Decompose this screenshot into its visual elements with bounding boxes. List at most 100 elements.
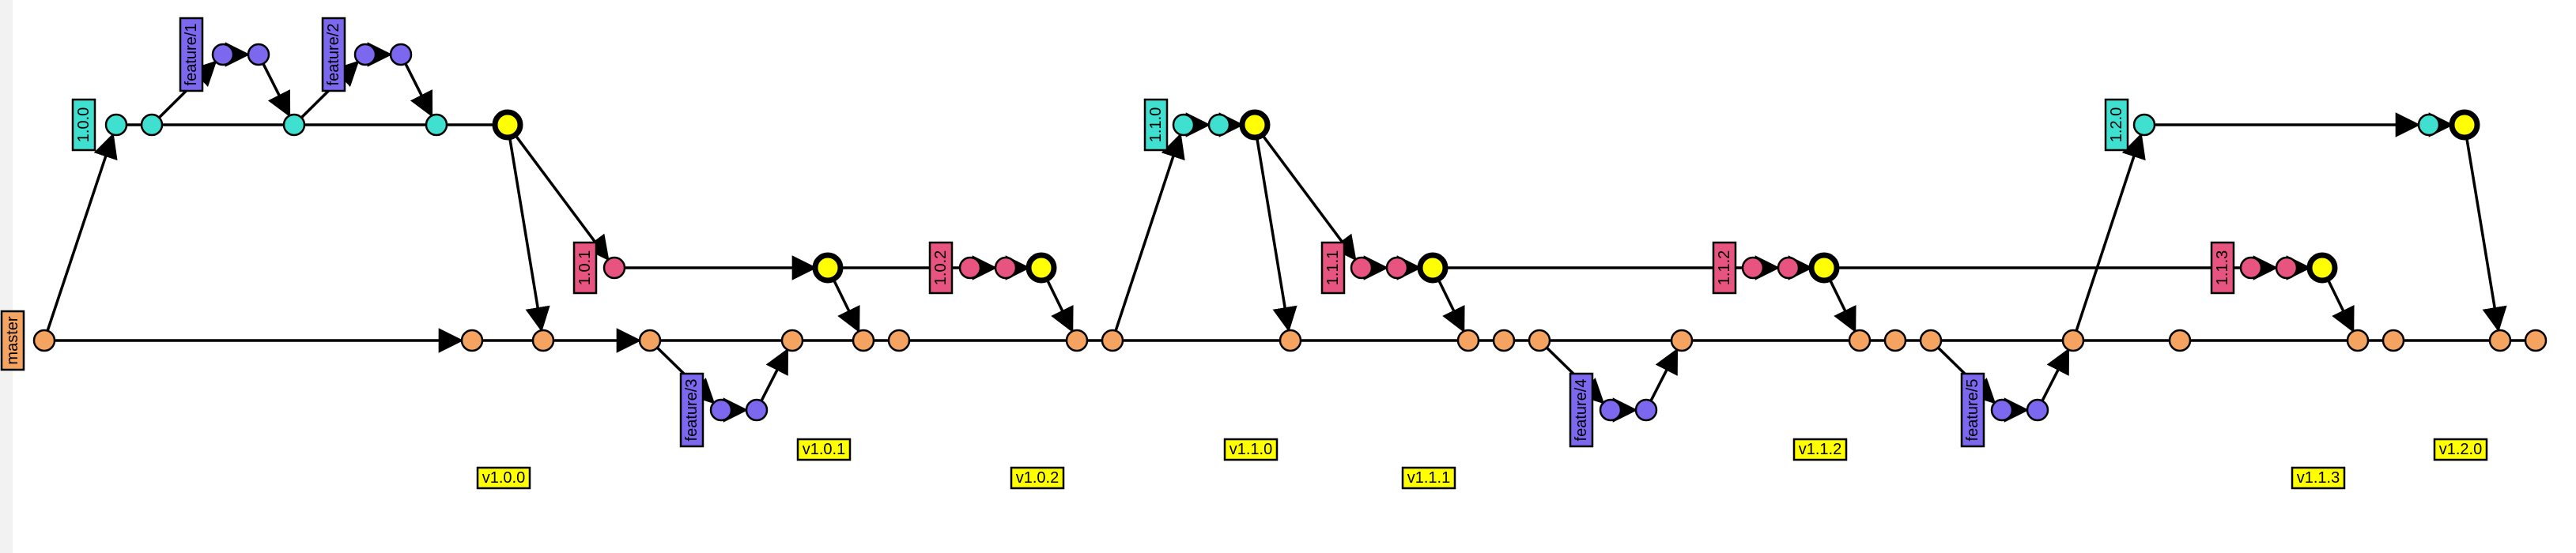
commit-r3: [425, 113, 448, 137]
tag-v1-0-1-text: v1.0.1: [803, 441, 845, 458]
tag-v1-1-3: v1.1.3: [2291, 466, 2346, 490]
commit-h3: [994, 256, 1018, 280]
tag-v1-1-3-box: [2291, 466, 2346, 490]
tag-v1-1-0: v1.1.0: [1223, 438, 1279, 461]
label-release-1-0-0: 1.0.0: [71, 98, 96, 152]
label-hotfix-1-1-1: 1.1.1: [1320, 241, 1346, 295]
label-hotfix-1-0-1-text: 1.0.1: [576, 250, 594, 285]
label-hotfix-1-1-3: 1.1.3: [2210, 241, 2235, 295]
commit-m21: [2488, 329, 2512, 352]
label-feature-1-box: [179, 17, 204, 92]
edge-h1-m5: [832, 278, 860, 333]
commit-f4a: [1599, 398, 1622, 422]
edge-m17-t0: [2075, 133, 2146, 332]
label-feature-5-box: [1960, 372, 1985, 448]
tag-v1-0-0-text: v1.0.0: [482, 469, 525, 487]
edge-m8-s0: [1114, 133, 1185, 332]
commit-m8: [1101, 329, 1124, 352]
label-hotfix-1-1-2: 1.1.2: [1712, 241, 1737, 295]
label-feature-3-box: [679, 372, 704, 448]
commit-m15: [1883, 329, 1907, 352]
label-hotfix-1-1-3-box: [2210, 241, 2235, 295]
commit-f1a: [211, 43, 235, 66]
label-release-1-1-0-text: 1.1.0: [1147, 107, 1165, 142]
label-hotfix-1-0-2-text: 1.0.2: [932, 250, 950, 285]
commit-r2: [282, 113, 306, 137]
commit-h10: [1808, 252, 1840, 284]
label-feature-3: feature/3: [679, 372, 704, 448]
label-release-1-2-0: 1.2.0: [2104, 98, 2129, 152]
label-feature-4: feature/4: [1569, 372, 1594, 448]
label-master-box: [0, 310, 25, 371]
commit-h13: [2306, 252, 2338, 284]
label-release-1-0-0-text: 1.0.0: [75, 107, 93, 142]
commit-m17: [2061, 329, 2085, 352]
edges: [46, 42, 2525, 423]
edge-s2-h5: [1261, 134, 1357, 261]
tag-v1-2-0-text: v1.2.0: [2439, 441, 2482, 458]
label-master: master: [0, 310, 25, 371]
edge-r4-m2: [508, 137, 550, 333]
commit-f5b: [2026, 398, 2049, 422]
commit-m14: [1848, 329, 1872, 352]
label-release-1-2-0-box: [2104, 98, 2129, 152]
edge-f2b-r3: [404, 62, 433, 118]
label-release-1-2-0-text: 1.2.0: [2108, 107, 2125, 142]
label-hotfix-1-0-2: 1.0.2: [928, 241, 954, 295]
commit-m22: [2524, 329, 2548, 352]
commit-f4b: [1634, 398, 1658, 422]
label-master-text: master: [4, 316, 21, 364]
commit-f3b: [745, 398, 769, 422]
commit-m10: [1456, 329, 1480, 352]
tag-v1-1-3-text: v1.1.3: [2297, 469, 2340, 487]
tag-v1-0-2-text: v1.0.2: [1016, 469, 1059, 487]
edge-f3b-m4: [760, 348, 789, 402]
label-feature-5: feature/5: [1960, 372, 1985, 448]
commit-s2: [1239, 109, 1271, 141]
label-feature-2: feature/2: [321, 17, 346, 92]
edge-t2-m21: [2465, 137, 2507, 333]
label-hotfix-1-0-2-box: [928, 241, 954, 295]
commit-h4: [1025, 252, 1057, 284]
label-hotfix-1-0-1: 1.0.1: [572, 241, 598, 295]
commit-r0: [104, 113, 128, 137]
label-hotfix-1-1-2-text: 1.1.2: [1716, 250, 1733, 285]
commit-f2b: [389, 43, 413, 66]
commit-m13: [1670, 329, 1694, 352]
commit-r4: [492, 109, 523, 141]
edge-f4b-m13: [1649, 348, 1679, 402]
tag-v1-1-1-box: [1401, 466, 1456, 490]
label-feature-2-box: [321, 17, 346, 92]
label-feature-1: feature/1: [179, 17, 204, 92]
tag-v1-0-1-box: [796, 438, 852, 461]
edge-h4-m7: [1045, 278, 1074, 333]
commit-s1: [1207, 113, 1231, 137]
label-release-1-1-0-box: [1143, 98, 1169, 152]
commit-m12: [1528, 329, 1551, 352]
tag-v1-0-2-box: [1010, 466, 1065, 490]
commit-m5: [852, 329, 875, 352]
edge-h10-m14: [1828, 278, 1856, 333]
label-hotfix-1-1-1-box: [1320, 241, 1346, 295]
commit-f5a: [1990, 398, 2014, 422]
label-feature-3-text: feature/3: [683, 379, 701, 442]
tag-v1-0-1: v1.0.1: [796, 438, 852, 461]
commit-r1: [140, 113, 164, 137]
commit-h8: [1741, 256, 1765, 280]
tag-v1-1-1-text: v1.1.1: [1407, 469, 1450, 487]
label-hotfix-1-1-3-text: 1.1.3: [2214, 250, 2231, 285]
label-hotfix-1-1-2-box: [1712, 241, 1737, 295]
commit-m19: [2346, 329, 2370, 352]
tag-v1-1-0-text: v1.1.0: [1229, 441, 1272, 458]
edge-f5b-m17: [2041, 348, 2070, 402]
commit-h5: [1350, 256, 1373, 280]
commit-m18: [2168, 329, 2192, 352]
edge-f1b-r2: [262, 62, 291, 118]
tag-v1-1-2-box: [1792, 438, 1848, 461]
commit-m16: [1919, 329, 1943, 352]
label-release-1-0-0-box: [71, 98, 96, 152]
commit-m1: [460, 329, 484, 352]
commit-m4: [780, 329, 804, 352]
commit-h7: [1417, 252, 1449, 284]
